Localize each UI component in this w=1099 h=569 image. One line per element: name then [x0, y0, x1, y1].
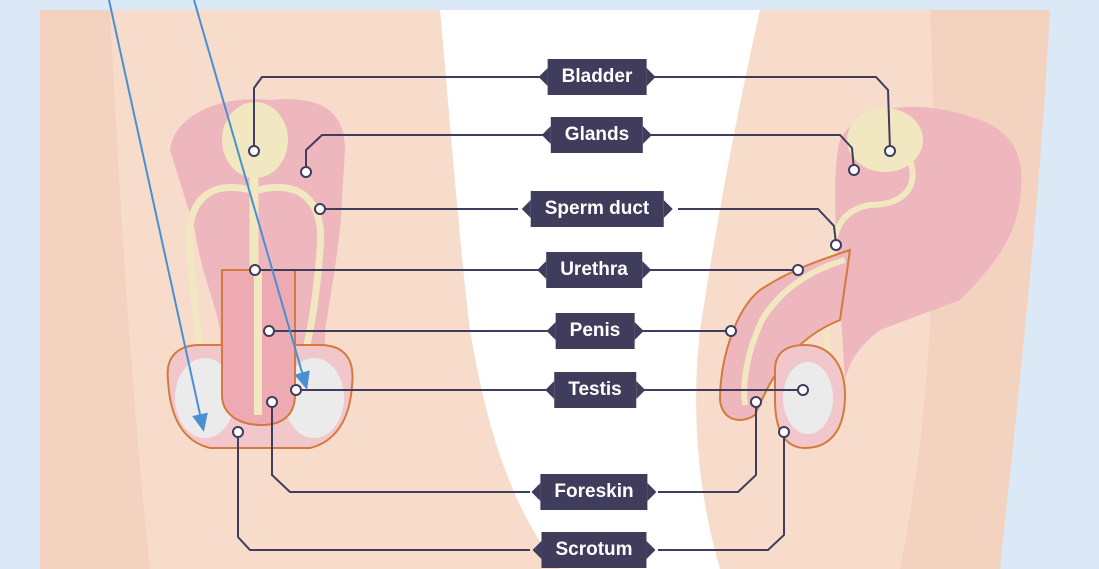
urethra-label: Urethra [546, 252, 642, 288]
side-testis [783, 362, 833, 434]
foreskin-dot-left [267, 397, 277, 407]
foreskin-dot-right [751, 397, 761, 407]
testis-dot-right [798, 385, 808, 395]
foreskin-label: Foreskin [540, 474, 647, 510]
testis-dot-left [291, 385, 301, 395]
scrotum-dot-right [779, 427, 789, 437]
scrotum-label: Scrotum [541, 532, 646, 568]
bladder-label: Bladder [548, 59, 647, 95]
sperm-duct-dot-left [315, 204, 325, 214]
glands-dot-left [301, 167, 311, 177]
glands-label: Glands [551, 117, 643, 153]
urethra-dot-left [250, 265, 260, 275]
penis-dot-left [264, 326, 274, 336]
body-gap-left [0, 0, 40, 569]
sperm-duct-dot-right [831, 240, 841, 250]
glands-dot-right [849, 165, 859, 175]
penis-dot-right [726, 326, 736, 336]
sperm-duct-label: Sperm duct [531, 191, 664, 227]
bladder-dot-right [885, 146, 895, 156]
bladder-dot-left [249, 146, 259, 156]
urethra-dot-right [793, 265, 803, 275]
scrotum-dot-left [233, 427, 243, 437]
penis-label: Penis [556, 313, 635, 349]
testis-label: Testis [554, 372, 636, 408]
